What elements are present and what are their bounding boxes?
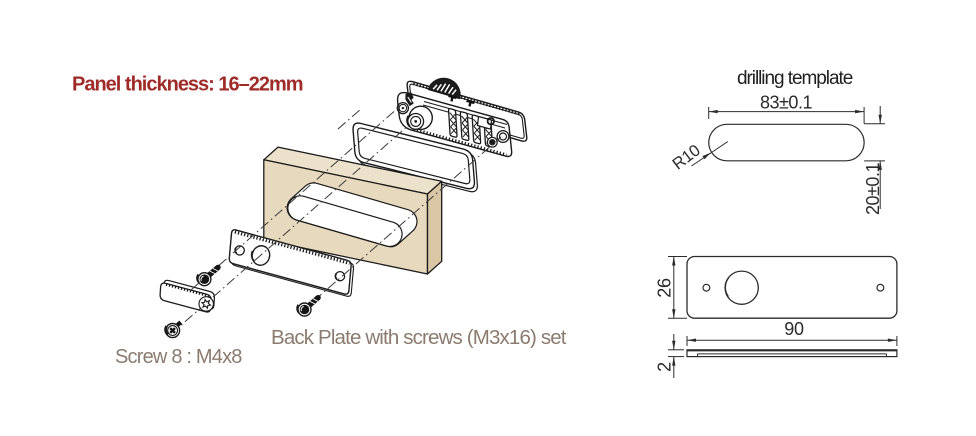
svg-text:20±0.1: 20±0.1 xyxy=(863,163,883,215)
svg-text:drilling template: drilling template xyxy=(737,68,853,89)
svg-text:2: 2 xyxy=(655,362,675,372)
svg-text:90: 90 xyxy=(784,319,804,339)
svg-text:Panel thickness: 16–22mm: Panel thickness: 16–22mm xyxy=(72,74,303,96)
svg-text:Back Plate with screws (M3x16): Back Plate with screws (M3x16) set xyxy=(271,326,567,349)
svg-text:83±0.1: 83±0.1 xyxy=(760,92,812,112)
svg-text:26: 26 xyxy=(655,278,675,298)
svg-text:Screw 8 : M4x8: Screw 8 : M4x8 xyxy=(115,346,242,368)
